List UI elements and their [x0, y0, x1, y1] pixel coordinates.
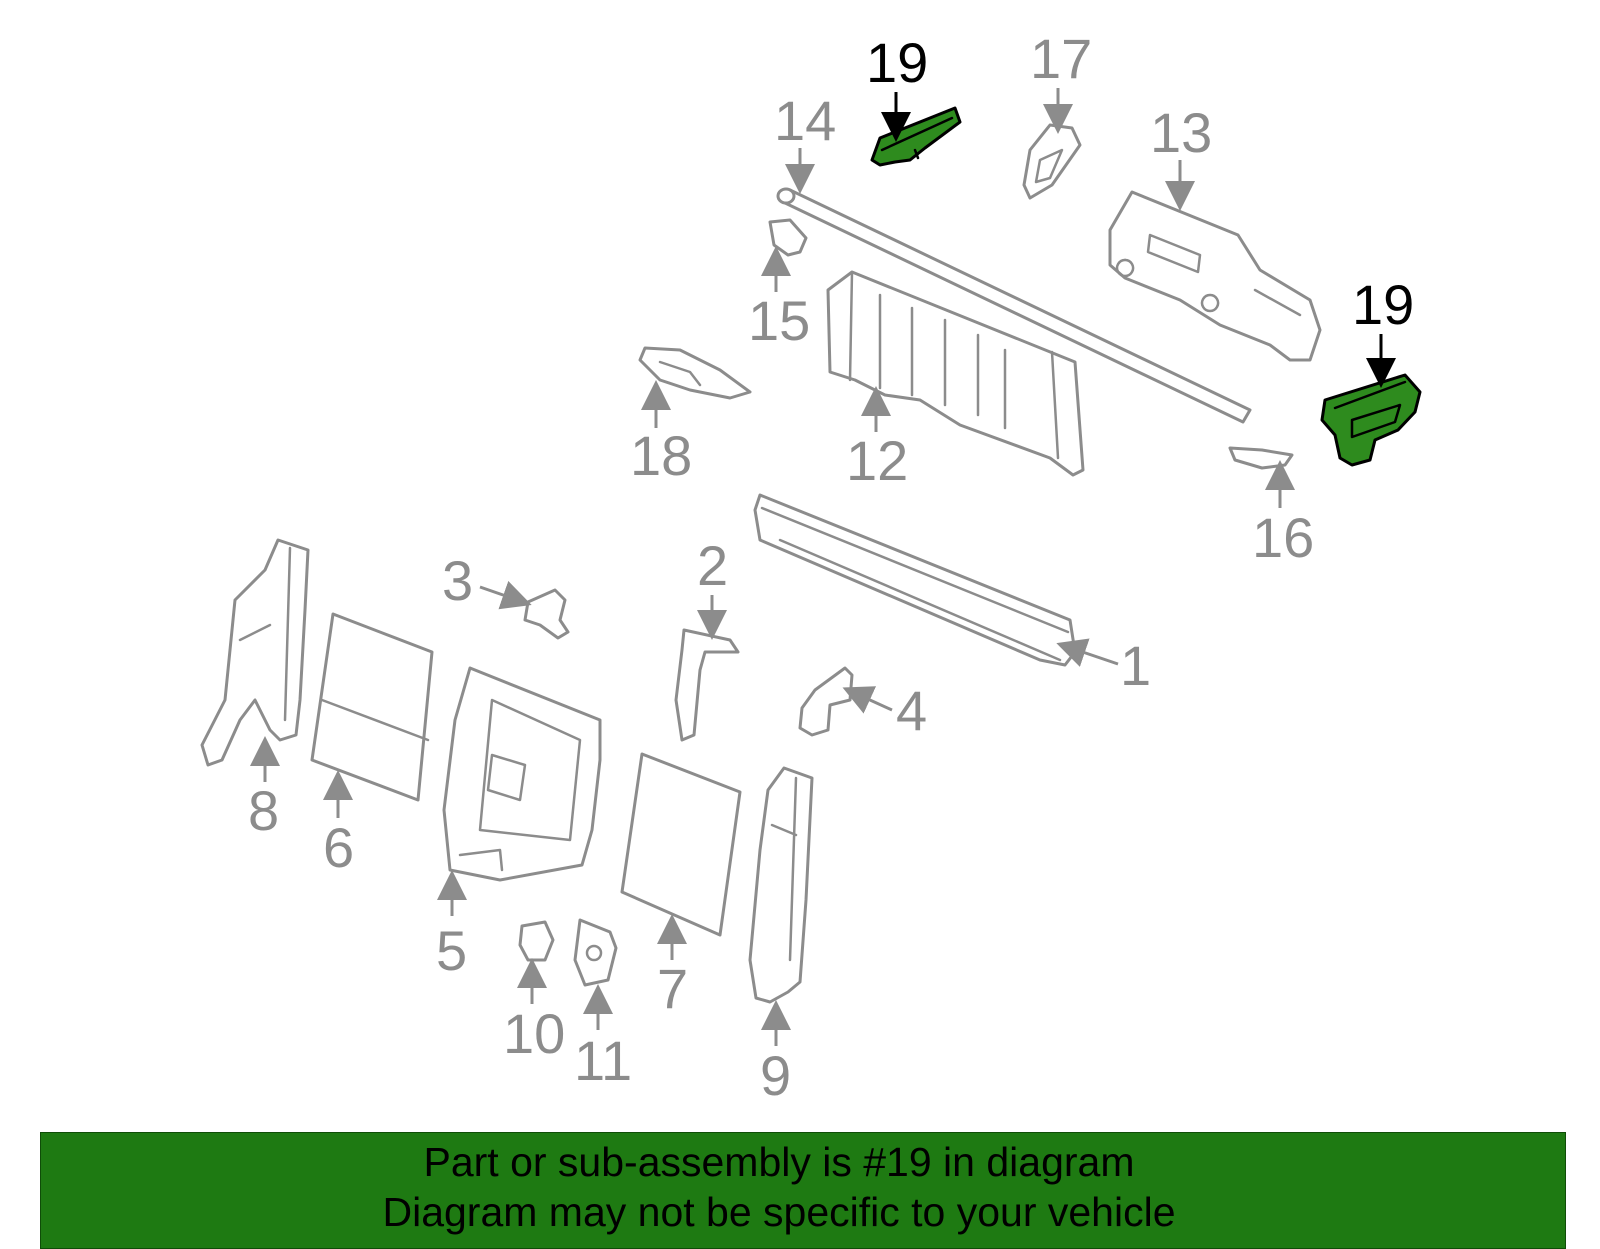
callout-5: 5 — [436, 919, 467, 982]
part-18 — [638, 346, 752, 400]
callout-12: 12 — [846, 429, 908, 492]
part-19-right — [1320, 373, 1422, 467]
callout-10: 10 — [503, 1002, 565, 1065]
part-9 — [748, 766, 814, 1004]
part-13-panel — [1108, 190, 1322, 362]
info-banner: Part or sub-assembly is #19 in diagram D… — [40, 1132, 1566, 1249]
callout-3: 3 — [442, 549, 473, 612]
callout-6: 6 — [323, 816, 354, 879]
part-10 — [518, 920, 555, 962]
part-15 — [768, 218, 808, 257]
banner-line-1: Part or sub-assembly is #19 in diagram — [423, 1139, 1135, 1185]
part-17 — [1022, 123, 1082, 200]
callout-18: 18 — [630, 424, 692, 487]
callout-labels: 1 2 3 4 5 6 7 8 9 10 11 12 13 14 15 16 1… — [248, 27, 1414, 1107]
part-19-top — [870, 106, 962, 167]
part-8 — [200, 538, 310, 767]
parts-diagram: 1 2 3 4 5 6 7 8 9 10 11 12 13 14 15 16 1… — [200, 27, 1422, 1107]
callout-8: 8 — [248, 779, 279, 842]
callout-2: 2 — [697, 534, 728, 597]
callout-9: 9 — [760, 1044, 791, 1107]
part-12-panel — [826, 270, 1085, 477]
banner-line-2: Diagram may not be specific to your vehi… — [382, 1189, 1176, 1235]
part-16 — [1228, 446, 1294, 470]
callout-1: 1 — [1120, 634, 1151, 697]
part-6 — [310, 612, 434, 802]
callout-11: 11 — [574, 1029, 632, 1092]
part-3 — [523, 588, 570, 640]
callout-19-right: 19 — [1352, 273, 1414, 336]
callout-4: 4 — [896, 679, 927, 742]
part-1-rail — [753, 493, 1077, 667]
callout-17: 17 — [1030, 27, 1092, 90]
callout-arrows — [250, 88, 1396, 1046]
callout-19-top: 19 — [866, 31, 928, 94]
callout-15: 15 — [748, 289, 810, 352]
callout-7: 7 — [657, 957, 688, 1020]
callout-13: 13 — [1150, 101, 1212, 164]
callout-16: 16 — [1252, 506, 1314, 569]
part-4 — [798, 666, 854, 737]
part-2 — [674, 628, 740, 742]
part-11 — [573, 918, 618, 987]
part-7 — [620, 752, 742, 937]
callout-14: 14 — [774, 89, 836, 152]
part-5 — [442, 666, 602, 882]
